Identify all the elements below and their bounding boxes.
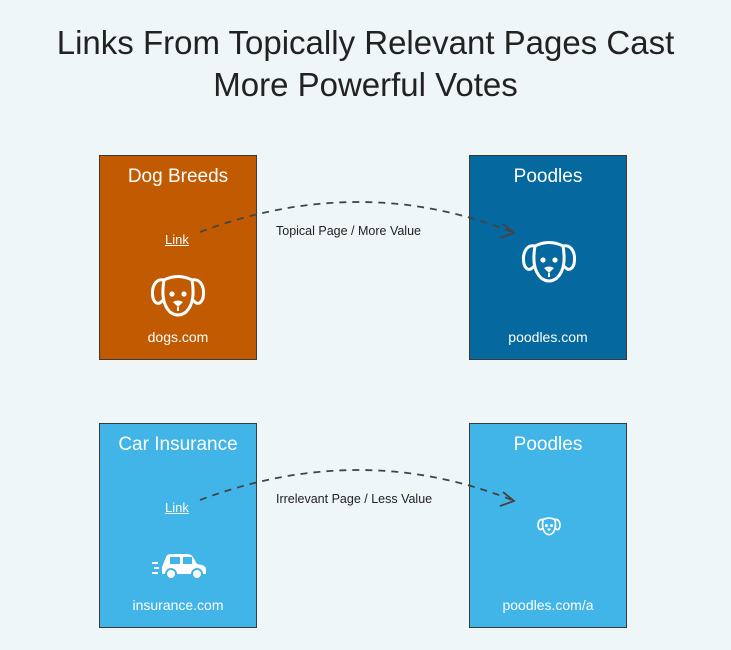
dog-icon [522, 241, 576, 283]
dog-breeds-domain: dogs.com [147, 329, 209, 345]
bottom-arrowhead [499, 491, 516, 507]
bottom-dashed-arrow [199, 469, 513, 501]
title-line-2: More Powerful Votes [213, 66, 518, 103]
dog-breeds-link[interactable]: Link [165, 232, 189, 247]
poodles-bottom-title: Poodles [513, 434, 583, 455]
poodles-top-title: Poodles [513, 166, 583, 187]
car-insurance-card: Car Insurance Link insurance.com [99, 423, 257, 628]
dog-breeds-title: Dog Breeds [127, 166, 229, 187]
dog-breeds-card: Dog Breeds Link dogs.com [99, 155, 257, 360]
car-insurance-title: Car Insurance [118, 434, 238, 455]
top-dashed-arrow [199, 201, 513, 233]
dog-icon [151, 275, 205, 317]
poodles-card-bottom: Poodles poodles.com/a [469, 423, 627, 628]
car-insurance-link[interactable]: Link [165, 500, 189, 515]
top-arrowhead [499, 223, 516, 239]
title-line-1: Links From Topically Relevant Pages Cast [56, 24, 675, 61]
car-icon [152, 554, 206, 580]
car-insurance-domain: insurance.com [132, 597, 224, 613]
diagram-title: Links From Topically Relevant Pages Cast… [0, 22, 731, 106]
top-arrow-caption: Topical Page / More Value [276, 224, 421, 238]
dog-icon [537, 517, 561, 536]
poodles-top-domain: poodles.com [508, 329, 588, 345]
poodles-bottom-domain: poodles.com/a [502, 597, 594, 613]
poodles-card-top: Poodles poodles.com [469, 155, 627, 360]
bottom-arrow-caption: Irrelevant Page / Less Value [276, 492, 433, 506]
